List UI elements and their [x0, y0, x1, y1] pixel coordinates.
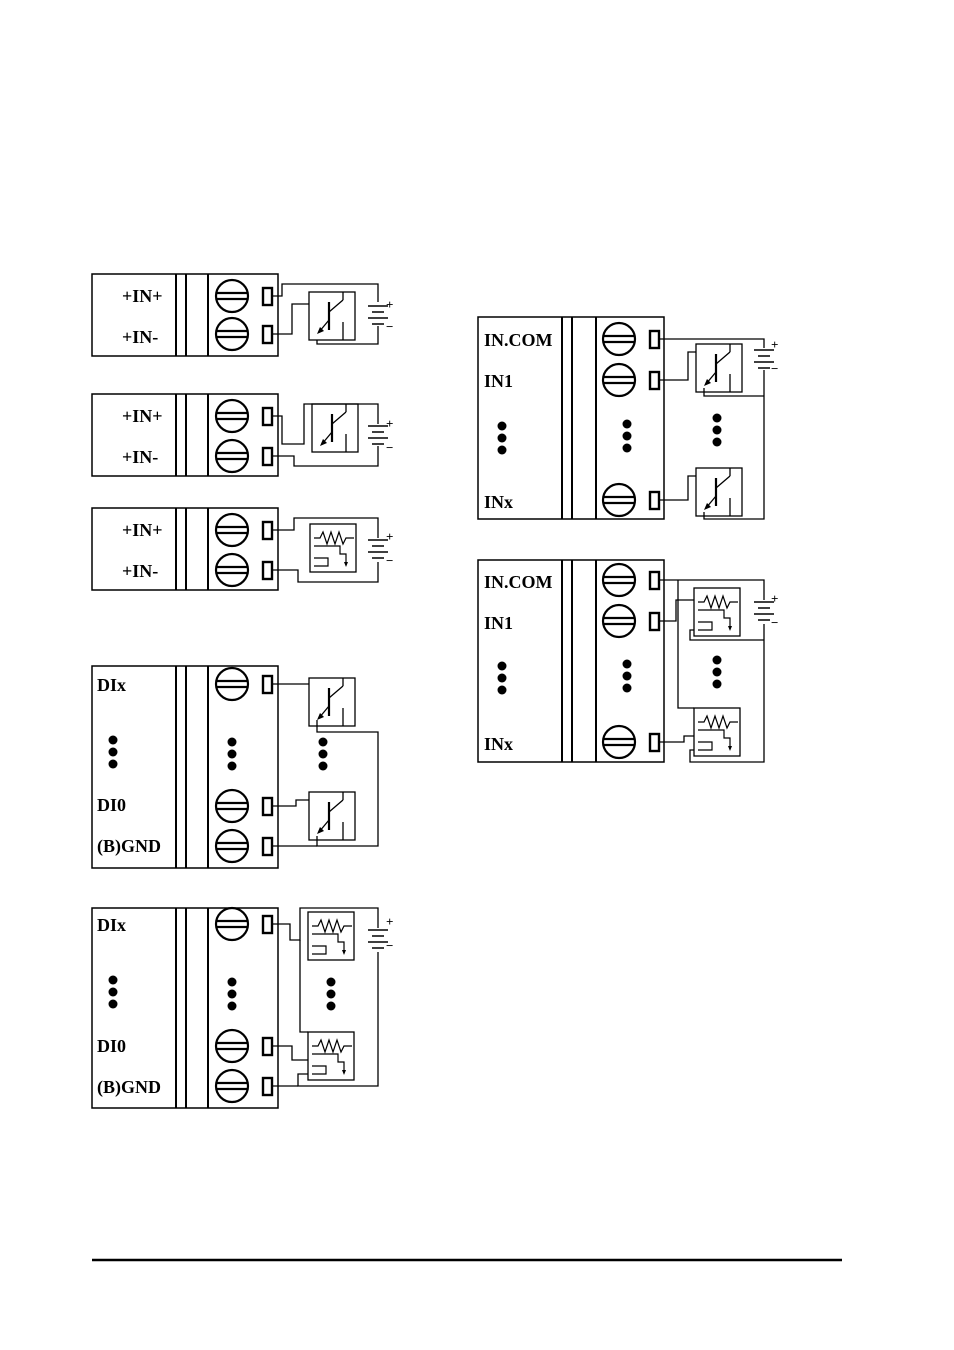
screw-terminal-icon [601, 321, 661, 357]
screw-terminal-icon [214, 552, 274, 588]
photocoupler-icon [309, 523, 357, 573]
screw-terminal-icon [214, 666, 274, 702]
terminal-label: +IN- [122, 327, 158, 347]
continuation-dots-icon [108, 975, 118, 1009]
screw-terminal-icon [214, 398, 274, 434]
battery-minus-label: − [386, 938, 393, 953]
terminal-label: +IN- [122, 561, 158, 581]
battery-plus-label: + [771, 591, 778, 606]
continuation-dots-icon [622, 419, 632, 453]
photocoupler-icon [307, 1031, 355, 1081]
screw-terminal-icon [601, 562, 661, 598]
photocoupler-icon [693, 707, 741, 757]
terminal-label: (B)GND [97, 1077, 161, 1098]
continuation-dots-icon [497, 661, 507, 695]
screw-terminal-icon [214, 828, 274, 864]
battery-icon [367, 539, 389, 559]
terminal-label: +IN+ [122, 286, 163, 306]
screw-terminal-icon [214, 788, 274, 824]
screw-terminal-icon [214, 278, 274, 314]
screw-terminal-icon [601, 603, 661, 639]
transistor-icon [310, 402, 360, 454]
screw-terminal-icon [214, 906, 274, 942]
terminal-label: INx [484, 734, 513, 754]
screw-terminal-icon [214, 512, 274, 548]
transistor-icon [307, 790, 357, 842]
diagram-block-1: +IN+ +IN- + − [91, 273, 393, 357]
terminal-label: IN.COM [484, 572, 553, 592]
battery-plus-label: + [386, 914, 393, 929]
battery-minus-label: − [386, 319, 393, 334]
terminal-label: IN1 [484, 371, 513, 391]
terminal-label: DIx [97, 675, 126, 695]
diagram-block-6: IN.COM IN1 INx + − [477, 316, 778, 520]
continuation-dots-icon [712, 655, 722, 689]
transistor-icon [307, 676, 357, 728]
battery-icon [367, 305, 389, 325]
terminal-label: (B)GND [97, 836, 161, 857]
continuation-dots-icon [497, 421, 507, 455]
diagram-block-7: IN.COM IN1 INx + − [477, 559, 778, 763]
screw-terminal-icon [601, 482, 661, 518]
continuation-dots-icon [712, 413, 722, 447]
photocoupler-icon [307, 911, 355, 961]
terminal-label: DIx [97, 915, 126, 935]
transistor-icon [694, 466, 744, 518]
battery-icon [367, 929, 389, 949]
battery-plus-label: + [386, 297, 393, 312]
screw-terminal-icon [601, 724, 661, 760]
terminal-label: IN1 [484, 613, 513, 633]
terminal-label: +IN- [122, 447, 158, 467]
continuation-dots-icon [227, 737, 237, 771]
battery-plus-label: + [771, 337, 778, 352]
battery-minus-label: − [771, 615, 778, 630]
terminal-label: INx [484, 492, 513, 512]
terminal-label: +IN+ [122, 406, 163, 426]
photocoupler-icon [693, 587, 741, 637]
continuation-dots-icon [622, 659, 632, 693]
terminal-label: IN.COM [484, 330, 553, 350]
diagram-block-3: +IN+ +IN- + − [91, 507, 393, 591]
battery-plus-label: + [386, 416, 393, 431]
battery-icon [367, 425, 389, 445]
terminal-label: +IN+ [122, 520, 163, 540]
screw-terminal-icon [214, 1068, 274, 1104]
diagram-block-5: DIx DI0 (B)GND + − [91, 906, 393, 1109]
screw-terminal-icon [601, 362, 661, 398]
battery-minus-label: − [771, 361, 778, 376]
terminal-label: DI0 [97, 1036, 126, 1056]
transistor-icon [694, 342, 744, 394]
diagram-block-4: DIx DI0 (B)GND [91, 665, 379, 869]
battery-minus-label: − [386, 440, 393, 455]
continuation-dots-icon [108, 735, 118, 769]
continuation-dots-icon [318, 737, 328, 771]
screw-terminal-icon [214, 438, 274, 474]
screw-terminal-icon [214, 316, 274, 352]
battery-plus-label: + [386, 529, 393, 544]
transistor-icon [307, 290, 357, 342]
battery-minus-label: − [386, 553, 393, 568]
continuation-dots-icon [227, 977, 237, 1011]
screw-terminal-icon [214, 1028, 274, 1064]
diagram-block-2: +IN+ +IN- + − [91, 393, 393, 477]
terminal-label: DI0 [97, 795, 126, 815]
continuation-dots-icon [326, 977, 336, 1011]
